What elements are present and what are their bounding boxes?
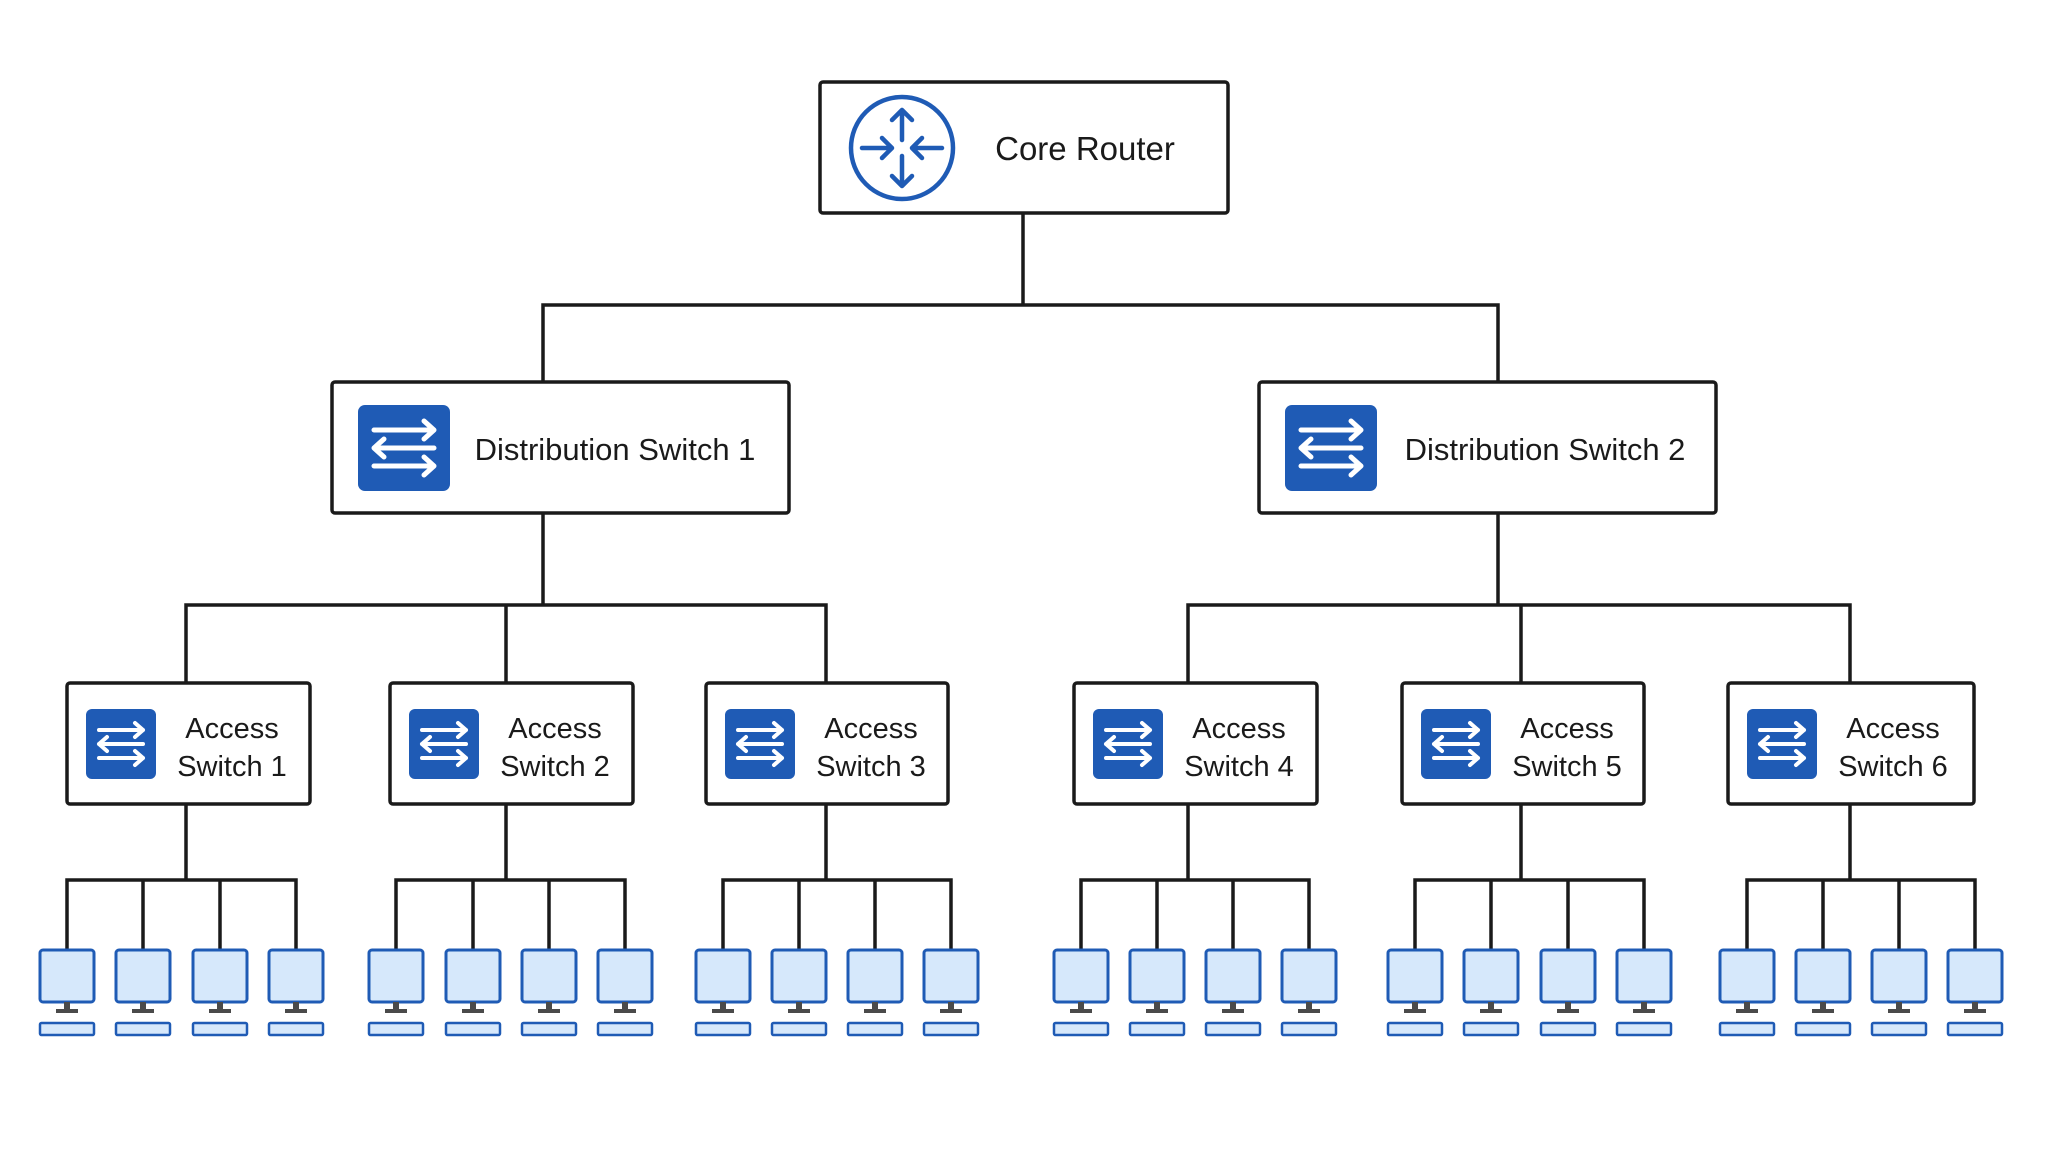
switch-icon	[725, 709, 795, 779]
switch-icon	[1285, 405, 1377, 491]
computer-icon[interactable]	[1462, 948, 1520, 1037]
switch-icon	[358, 405, 450, 491]
access-switch-3-label-line1: Access	[824, 713, 917, 745]
computer-icon[interactable]	[694, 948, 752, 1037]
computer-icon[interactable]	[770, 948, 828, 1037]
router-icon	[848, 94, 956, 202]
link-access1-to-computers	[65, 802, 298, 952]
computer-icon[interactable]	[1539, 948, 1597, 1037]
computer-icon[interactable]	[367, 948, 425, 1037]
computer-icon[interactable]	[1946, 948, 2004, 1037]
link-access3-to-computers	[721, 802, 953, 952]
access-switch-5-label-line1: Access	[1520, 713, 1613, 745]
computer-icon[interactable]	[1052, 948, 1110, 1037]
distribution-switch-1-label: Distribution Switch 1	[475, 432, 756, 467]
computer-icon[interactable]	[1870, 948, 1928, 1037]
computer-icon[interactable]	[114, 948, 172, 1037]
access-switch-4-label-line1: Access	[1192, 713, 1285, 745]
core-router-node[interactable]: Core Router	[818, 80, 1230, 215]
access-switch-1-label-line2: Switch 1	[177, 751, 287, 783]
link-access6-to-computers	[1745, 802, 1977, 952]
link-core-to-distribution	[541, 211, 1500, 384]
computer-icon[interactable]	[520, 948, 578, 1037]
switch-icon	[409, 709, 479, 779]
distribution-switch-1-node[interactable]: Distribution Switch 1	[330, 380, 791, 515]
computer-icon[interactable]	[1386, 948, 1444, 1037]
link-access2-to-computers	[394, 802, 627, 952]
computer-icon[interactable]	[1204, 948, 1262, 1037]
switch-icon	[86, 709, 156, 779]
link-dist1-to-access	[184, 511, 828, 685]
access-switch-1-label-line1: Access	[185, 713, 278, 745]
link-dist2-to-access	[1186, 511, 1852, 685]
access-switch-5-label-line2: Switch 5	[1512, 751, 1622, 783]
computer-icon[interactable]	[267, 948, 325, 1037]
switch-icon	[1421, 709, 1491, 779]
computer-icon[interactable]	[1718, 948, 1776, 1037]
link-access5-to-computers	[1413, 802, 1646, 952]
access-switch-2-label-line2: Switch 2	[500, 751, 610, 783]
computer-icon[interactable]	[922, 948, 980, 1037]
computer-icon[interactable]	[444, 948, 502, 1037]
computers	[38, 948, 2004, 1037]
access-switch-6-label-line1: Access	[1846, 713, 1939, 745]
access-switch-6-label-line2: Switch 6	[1838, 751, 1948, 783]
computer-icon[interactable]	[191, 948, 249, 1037]
access-switch-4-label-line2: Switch 4	[1184, 751, 1294, 783]
distribution-switch-2-label: Distribution Switch 2	[1405, 432, 1686, 467]
switch-icon	[1093, 709, 1163, 779]
computer-icon[interactable]	[1280, 948, 1338, 1037]
computer-icon[interactable]	[1794, 948, 1852, 1037]
connections	[65, 211, 1977, 952]
distribution-switch-2-node[interactable]: Distribution Switch 2	[1257, 380, 1718, 515]
switch-icon	[1747, 709, 1817, 779]
core-router-label: Core Router	[995, 130, 1175, 167]
link-access4-to-computers	[1079, 802, 1311, 952]
computer-icon[interactable]	[846, 948, 904, 1037]
computer-icon[interactable]	[38, 948, 96, 1037]
access-switch-3-label-line2: Switch 3	[816, 751, 926, 783]
access-switch-2-label-line1: Access	[508, 713, 601, 745]
computer-icon[interactable]	[1615, 948, 1673, 1037]
computer-icon[interactable]	[596, 948, 654, 1037]
computer-icon[interactable]	[1128, 948, 1186, 1037]
